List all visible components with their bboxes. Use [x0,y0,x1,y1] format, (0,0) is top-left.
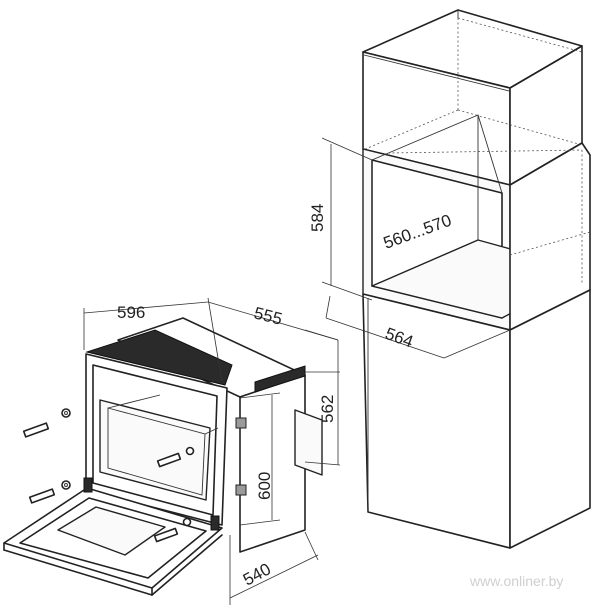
oven: 596 555 562 600 540 [3,297,341,605]
oven-cavity [99,399,211,501]
dim-label-540: 540 [240,559,274,589]
dim-596 [83,297,223,383]
screw-upper-left [22,408,71,438]
watermark: www.onliner.by [469,573,563,589]
mount-bracket-lower [235,484,247,496]
dim-label-555: 555 [252,303,284,328]
cabinet: 584 560...570 564 [308,9,591,549]
dim-584 [321,137,373,301]
dim-label-596: 596 [117,303,145,322]
dim-label-584: 584 [308,204,327,232]
dim-600 [239,392,281,526]
cabinet-niche-side [509,142,591,331]
screw-inner-upper [156,446,195,468]
dim-label-562: 562 [318,395,337,423]
dim-label-600: 600 [255,472,274,500]
oven-rear-block [294,409,323,476]
dim-562 [304,340,341,466]
dim-564 [325,295,511,359]
cabinet-lower-front [362,293,511,549]
oven-door-glass [57,506,166,556]
screw-lower-left [28,480,71,504]
mount-bracket-upper [235,417,247,429]
dim-540 [229,531,319,605]
screw-inner-lower [153,517,192,543]
cabinet-lower-side [509,289,591,549]
dim-555 [207,301,339,341]
oven-top-strip [85,329,233,386]
